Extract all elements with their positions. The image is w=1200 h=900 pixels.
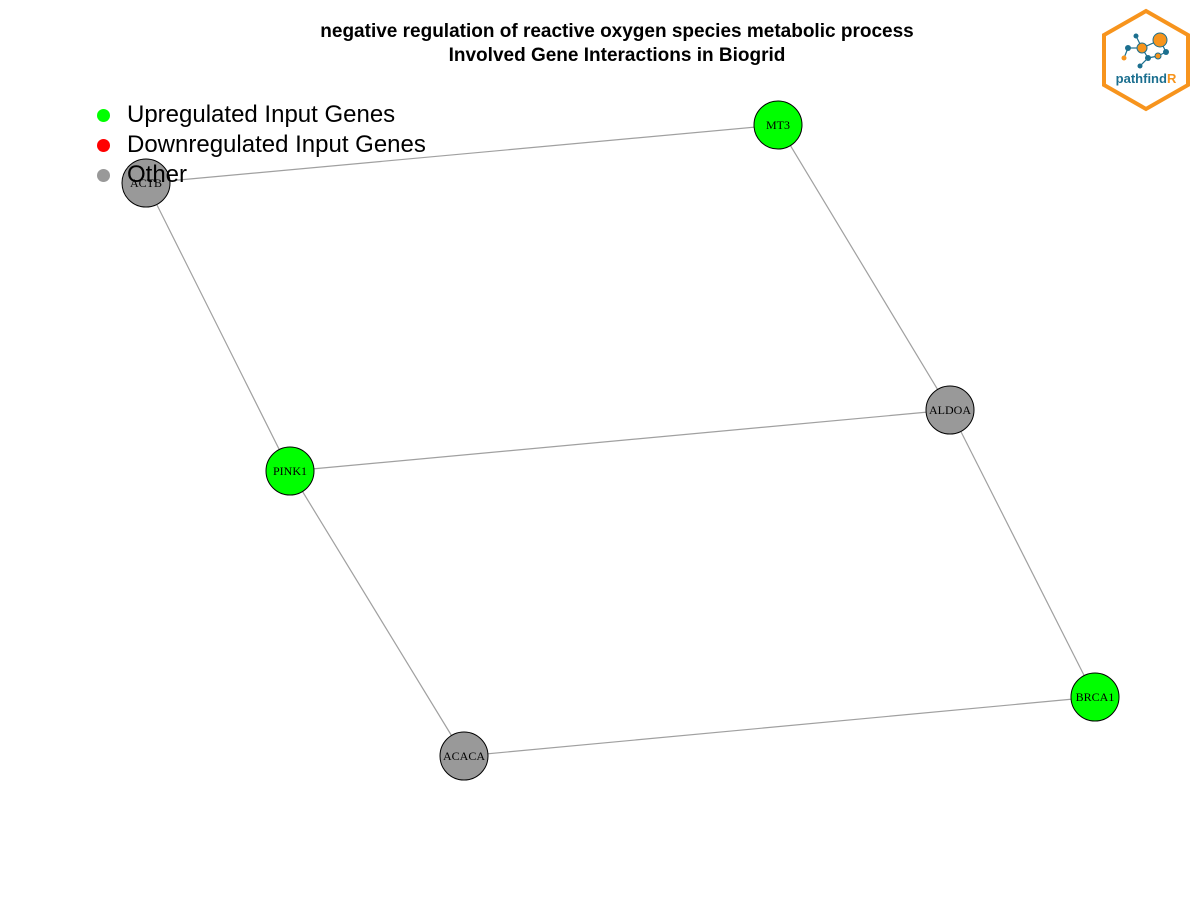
title-line-2: Involved Gene Interactions in Biogrid	[448, 45, 786, 66]
edge-acaca-brca1	[463, 696, 1096, 757]
node-mt3: MT3	[753, 100, 803, 150]
legend-dot-upregulated	[97, 108, 110, 122]
node-aldoa: ALDOA	[925, 385, 975, 435]
edge-pink1-aldoa	[289, 409, 951, 472]
page-title: negative regulation of reactive oxygen s…	[0, 20, 1200, 68]
node-label-acaca: ACACA	[443, 749, 485, 763]
edge-actb-pink1	[145, 182, 291, 472]
node-label-pink1: PINK1	[273, 464, 307, 478]
node-actb: ACTB	[121, 158, 171, 208]
node-brca1: BRCA1	[1070, 672, 1120, 722]
logo-text: pathfindR	[1116, 71, 1177, 86]
legend-dot-other	[97, 168, 110, 182]
legend-label-upregulated: Upregulated Input Genes	[127, 101, 396, 128]
node-acaca: ACACA	[439, 731, 489, 781]
node-label-mt3: MT3	[766, 118, 790, 132]
legend-item-other: Other	[97, 160, 426, 190]
node-circle-aldoa	[925, 385, 975, 435]
node-pink1: PINK1	[265, 446, 315, 496]
node-label-aldoa: ALDOA	[929, 403, 971, 417]
legend-item-downregulated: Downregulated Input Genes	[97, 130, 426, 160]
edge-layer	[145, 124, 1096, 757]
legend-label-other: Other	[127, 161, 188, 188]
edge-pink1-acaca	[289, 470, 465, 757]
edge-aldoa-brca1	[949, 409, 1096, 698]
node-circle-acaca	[439, 731, 489, 781]
legend-item-upregulated: Upregulated Input Genes	[97, 100, 426, 130]
edge-mt3-aldoa	[777, 124, 951, 411]
node-circle-brca1	[1070, 672, 1120, 722]
node-circle-actb	[121, 158, 171, 208]
node-circle-mt3	[753, 100, 803, 150]
node-label-brca1: BRCA1	[1076, 690, 1115, 704]
node-label-actb: ACTB	[130, 176, 162, 190]
pathfindr-logo: pathfindR	[1102, 8, 1190, 112]
logo-nodes	[1121, 32, 1169, 69]
legend: Upregulated Input Genes Downregulated In…	[97, 100, 426, 190]
node-circle-pink1	[265, 446, 315, 496]
title-line-1: negative regulation of reactive oxygen s…	[320, 21, 914, 42]
legend-label-downregulated: Downregulated Input Genes	[127, 131, 426, 158]
legend-dot-downregulated	[97, 138, 110, 152]
edge-actb-mt3	[145, 124, 779, 184]
